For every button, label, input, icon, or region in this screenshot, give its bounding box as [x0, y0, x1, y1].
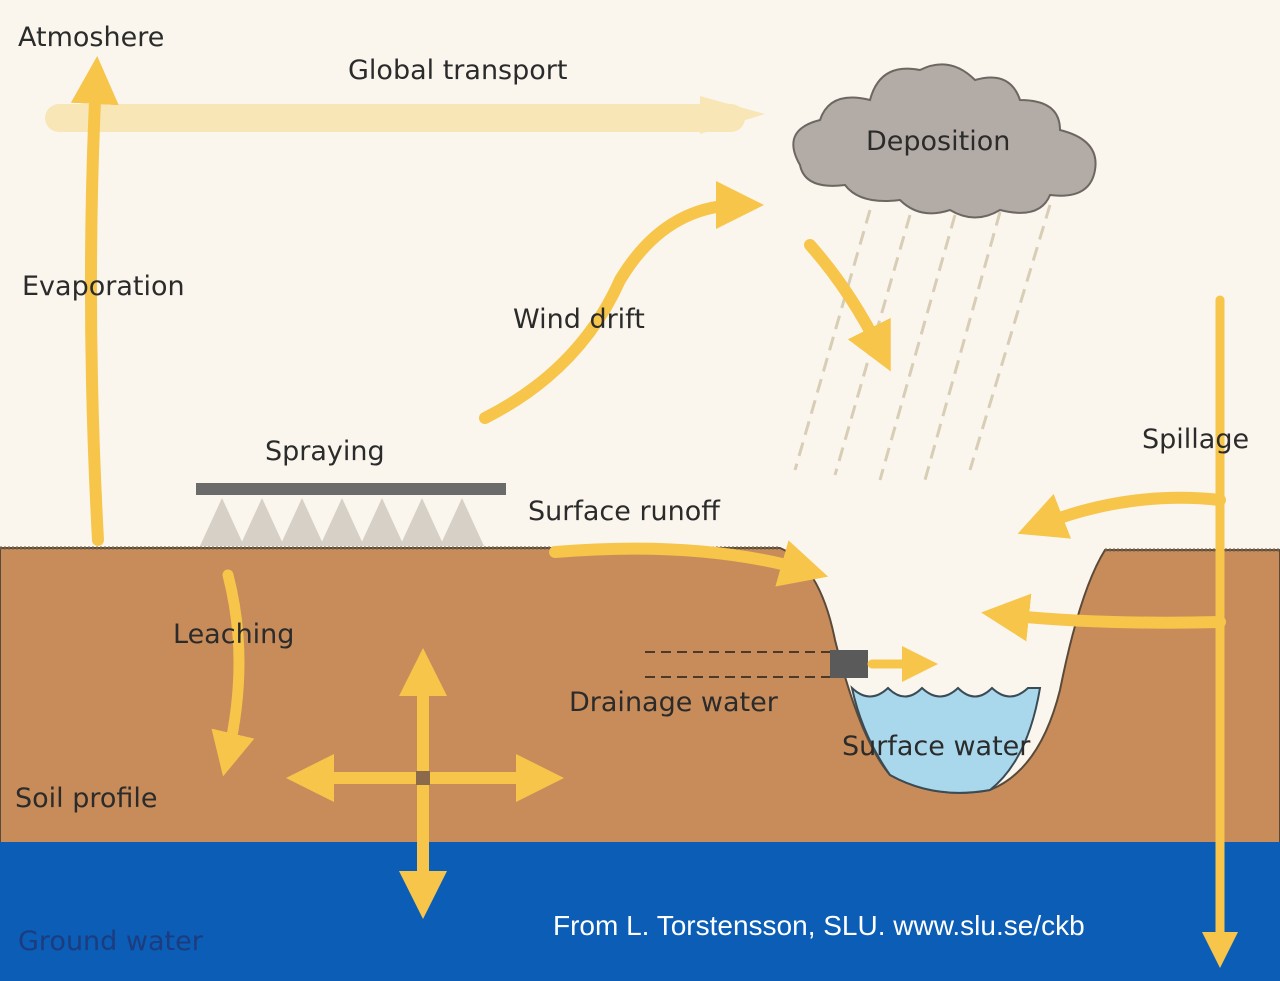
- soil-profile-label: Soil profile: [15, 785, 158, 812]
- spillage-label: Spillage: [1142, 426, 1249, 453]
- evaporation-arrow: [91, 80, 98, 540]
- global-transport-label: Global transport: [348, 57, 567, 84]
- deposition-label: Deposition: [866, 128, 1010, 155]
- surface-water-label: Surface water: [842, 733, 1030, 760]
- evaporation-label: Evaporation: [22, 273, 185, 300]
- wind-drift-label: Wind drift: [513, 306, 645, 333]
- ground-water-label: Ground water: [18, 928, 203, 955]
- spraying-label: Spraying: [265, 438, 385, 465]
- source-credit: From L. Torstensson, SLU. www.slu.se/ckb: [553, 912, 1085, 940]
- drainage-water-label: Drainage water: [569, 689, 778, 716]
- sprayer-bar: [196, 483, 506, 495]
- surface-runoff-label: Surface runoff: [528, 498, 720, 525]
- atmosphere-label: Atmoshere: [18, 24, 164, 51]
- leaching-label: Leaching: [173, 621, 294, 648]
- dispersion-source: [416, 771, 430, 785]
